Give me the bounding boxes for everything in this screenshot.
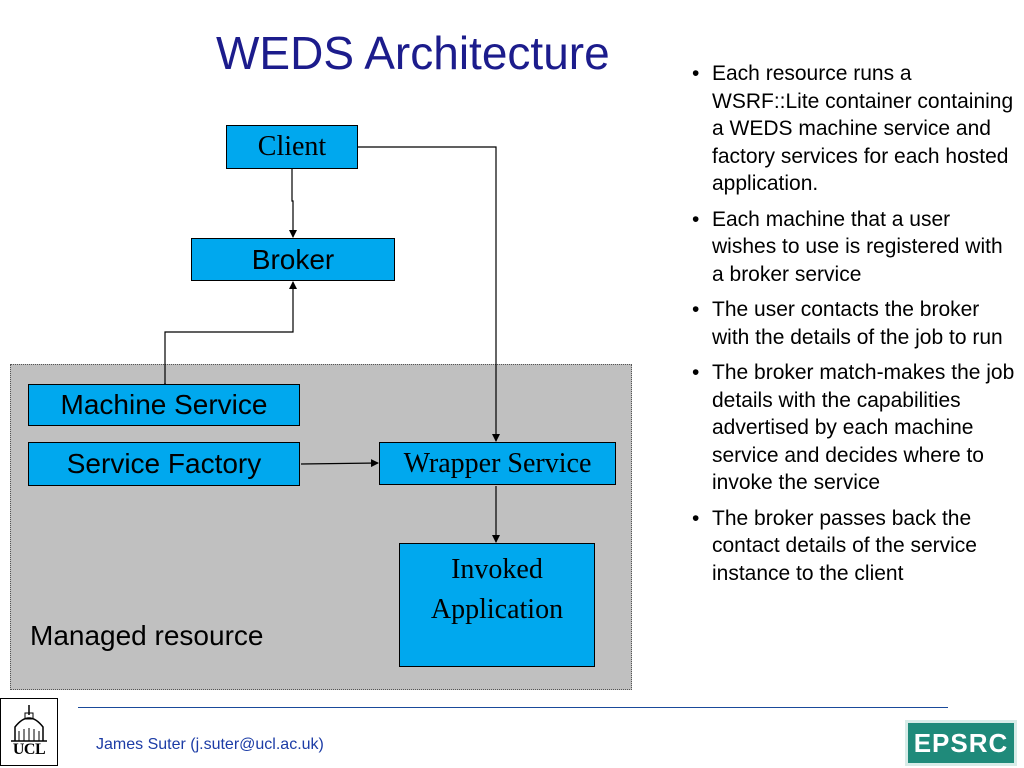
broker-box: Broker bbox=[191, 238, 395, 281]
invoked-application-label-line1: Invoked bbox=[451, 554, 543, 585]
slide-title: WEDS Architecture bbox=[216, 27, 610, 79]
ucl-dome-icon bbox=[11, 705, 47, 742]
bullet-item: • Each resource runs a WSRF::Lite contain… bbox=[688, 60, 1018, 198]
footer-divider bbox=[78, 707, 948, 708]
arrow-factory-to-wrapper bbox=[300, 459, 379, 468]
bullet-dot-icon: • bbox=[692, 506, 700, 530]
client-box: Client bbox=[226, 125, 358, 169]
ucl-logo-text: UCL bbox=[12, 741, 46, 758]
invoked-application-box: Invoked Application bbox=[399, 543, 595, 667]
bullet-item: • Each machine that a user wishes to use … bbox=[688, 206, 1018, 289]
service-factory-label: Service Factory bbox=[66, 448, 262, 479]
wrapper-service-label: Wrapper Service bbox=[403, 447, 592, 479]
arrow-client-to-broker bbox=[289, 169, 297, 238]
bullet-text: The user contacts the broker with the de… bbox=[712, 298, 1003, 349]
bullet-list: • Each resource runs a WSRF::Lite contain… bbox=[688, 60, 1018, 595]
ucl-logo: UCL bbox=[0, 698, 58, 766]
arrow-broker-machine bbox=[161, 281, 297, 390]
client-label: Client bbox=[257, 131, 327, 162]
wrapper-service-box: Wrapper Service bbox=[379, 442, 616, 485]
bullet-dot-icon: • bbox=[692, 62, 700, 85]
invoked-application-label-line2: Application bbox=[430, 594, 564, 625]
bullet-item: • The broker passes back the contact deta… bbox=[688, 505, 1018, 588]
bullet-text: Each machine that a user wishes to use i… bbox=[712, 207, 1003, 286]
managed-resource-label: Managed resource bbox=[30, 620, 264, 651]
arrow-client-to-wrapper bbox=[358, 146, 500, 442]
bullet-dot-icon: • bbox=[692, 207, 700, 231]
bullet-text: The broker match-makes the job details w… bbox=[712, 361, 1015, 494]
bullet-item: • The broker match-makes the job details … bbox=[688, 359, 1018, 497]
bullet-dot-icon: • bbox=[692, 361, 700, 384]
machine-service-box: Machine Service bbox=[28, 384, 300, 426]
epsrc-logo-text: EPSRC bbox=[913, 727, 1009, 758]
bullet-dot-icon: • bbox=[692, 298, 700, 321]
service-factory-box: Service Factory bbox=[28, 442, 300, 486]
machine-service-label: Machine Service bbox=[60, 389, 268, 420]
epsrc-logo: EPSRC bbox=[905, 720, 1017, 766]
bullet-text: Each resource runs a WSRF::Lite containe… bbox=[712, 62, 1014, 195]
bullet-text: The broker passes back the contact detai… bbox=[712, 506, 977, 585]
bullet-item: • The user contacts the broker with the d… bbox=[688, 296, 1018, 351]
broker-label: Broker bbox=[251, 243, 335, 275]
footer-author: James Suter (j.suter@ucl.ac.uk) bbox=[96, 736, 324, 753]
